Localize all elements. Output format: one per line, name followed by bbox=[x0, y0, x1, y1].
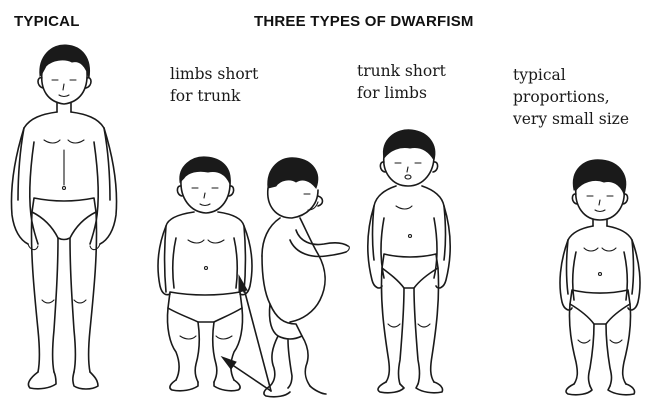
short-limbed-front-figure bbox=[158, 157, 252, 391]
proportional-dwarf-figure bbox=[560, 160, 640, 395]
short-trunk-figure bbox=[368, 130, 451, 393]
typical-child-figure bbox=[12, 45, 117, 389]
short-limbed-side-figure bbox=[262, 158, 349, 397]
